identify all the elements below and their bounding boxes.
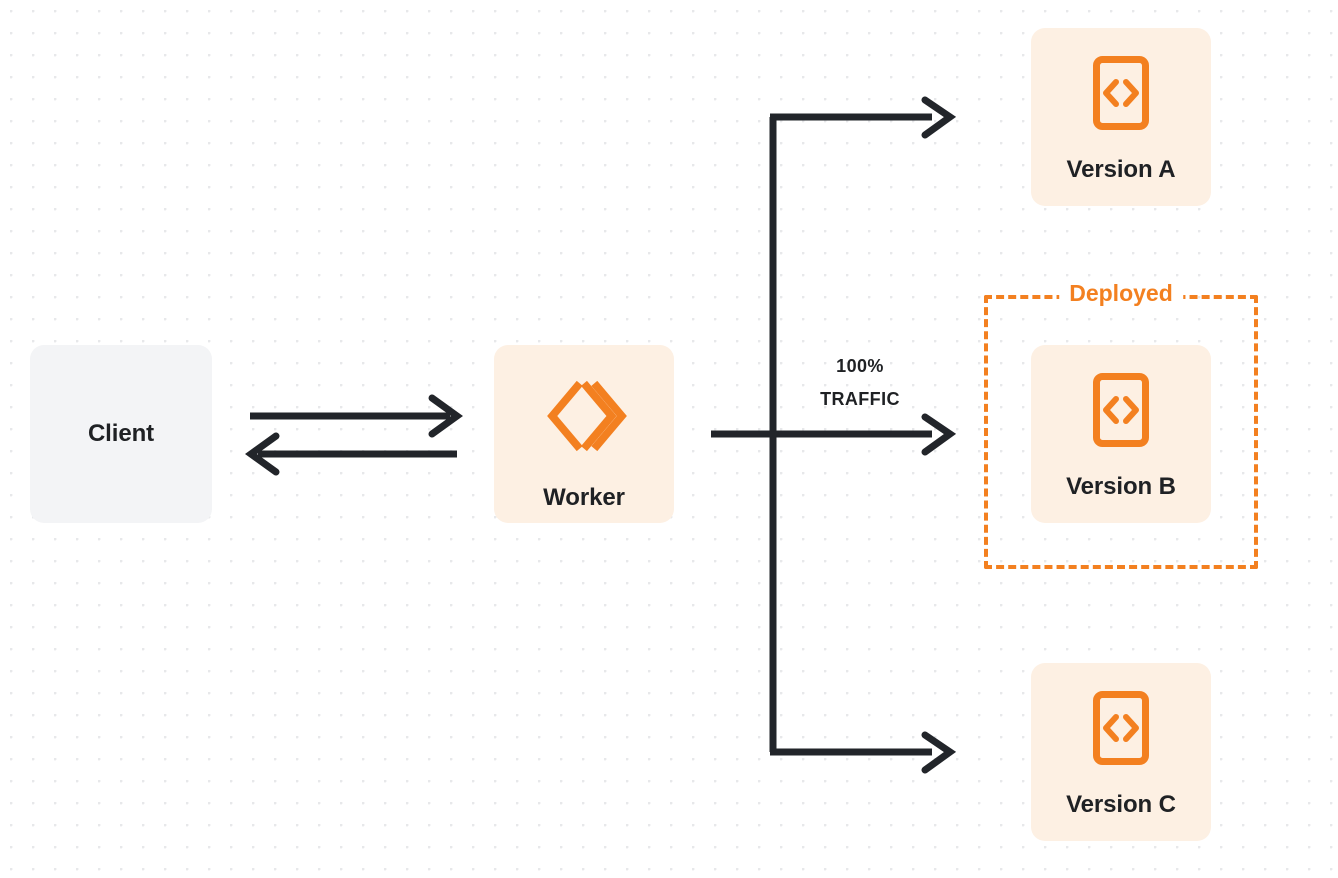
- deployed-group-boundary: Deployed: [984, 282, 1258, 569]
- edge-worker-to-version-c: [770, 731, 957, 774]
- edge-worker-to-version-a: [770, 96, 957, 139]
- code-file-icon: [1092, 55, 1150, 136]
- edge-worker-to-client: [245, 432, 457, 476]
- deployed-group-label: Deployed: [1059, 282, 1183, 305]
- traffic-annotation: 100% TRAFFIC: [774, 350, 946, 417]
- node-version-a-label: Version A: [1066, 156, 1176, 183]
- node-worker[interactable]: Worker: [494, 345, 674, 523]
- edge-client-to-worker: [250, 394, 463, 438]
- cloudflare-workers-logo-icon: [541, 373, 627, 464]
- node-client[interactable]: Client: [30, 345, 212, 523]
- code-file-icon: [1092, 690, 1150, 771]
- traffic-word-text: TRAFFIC: [820, 389, 900, 410]
- node-version-a[interactable]: Version A: [1031, 28, 1211, 206]
- code-file-icon: [1092, 372, 1150, 453]
- node-version-c[interactable]: Version C: [1031, 663, 1211, 841]
- traffic-percent-text: 100%: [836, 356, 884, 376]
- node-version-c-label: Version C: [1066, 791, 1176, 818]
- node-worker-label: Worker: [543, 484, 625, 511]
- node-version-b[interactable]: Version B: [1031, 345, 1211, 523]
- node-client-label: Client: [87, 420, 155, 447]
- node-version-b-label: Version B: [1066, 473, 1176, 500]
- edge-worker-to-version-b: [711, 413, 957, 456]
